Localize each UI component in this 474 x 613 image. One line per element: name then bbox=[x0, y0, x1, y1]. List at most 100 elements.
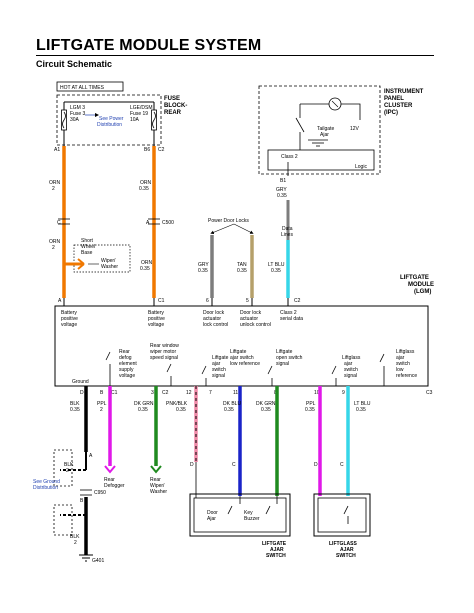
ipc-12v-label: 12V bbox=[350, 126, 360, 132]
bp-9: 9 bbox=[342, 390, 345, 396]
blk2-color: BLK bbox=[64, 462, 74, 468]
tan-gauge: 0.35 bbox=[237, 268, 247, 274]
bp-10: 10 bbox=[314, 390, 320, 396]
blk3-gauge: 2 bbox=[74, 540, 77, 546]
orn-right2-num: 0.35 bbox=[140, 266, 150, 272]
pin-c2: C2 bbox=[158, 147, 165, 153]
rear-wiper-2: Wiper/ bbox=[150, 483, 165, 489]
ipc-wire-color: GRY bbox=[276, 187, 287, 193]
ipc-module: INSTRUMENT PANEL CLUSTER (IPC) Tailgate … bbox=[258, 85, 424, 199]
module-pin-a: A bbox=[58, 298, 62, 304]
ipc-wire-gauge: 0.35 bbox=[277, 193, 287, 199]
orn-left-num: 2 bbox=[52, 186, 55, 192]
fuse-block-name-1: FUSE bbox=[164, 96, 180, 102]
see-ground-distribution-link-2[interactable]: Distribution bbox=[33, 485, 58, 491]
serial-2: serial data bbox=[280, 316, 303, 322]
bp-c1: C1 bbox=[111, 390, 118, 396]
lg-low-1: Liftgate bbox=[230, 349, 247, 355]
tailgate-ajar-label-1: Tailgate bbox=[317, 126, 334, 132]
defog-3: element bbox=[119, 361, 137, 367]
blk1-gauge: 0.35 bbox=[70, 407, 80, 413]
wiper-washer-label-1: Wiper/ bbox=[101, 258, 116, 264]
lw-pin-d2: D bbox=[314, 462, 318, 468]
bp-c2: C2 bbox=[162, 390, 169, 396]
batt1-2: positive bbox=[61, 316, 78, 322]
unlock-3: unlock control bbox=[240, 322, 271, 328]
pnkblk-gauge: 0.35 bbox=[176, 407, 186, 413]
wiper-sig-1: Rear window bbox=[150, 343, 179, 349]
ppl2-color: PPL bbox=[306, 401, 316, 407]
fuse-left-line2: Fuse 3 bbox=[70, 111, 86, 117]
lock-1: Door lock bbox=[203, 310, 225, 316]
ground-label: Ground bbox=[72, 379, 89, 385]
liftglass-ajar-switch: LIFTGLASS AJAR SWITCH bbox=[313, 493, 371, 559]
dkblu1-gauge: 0.35 bbox=[224, 407, 234, 413]
lg-low-3: low reference bbox=[230, 361, 260, 367]
see-power-distribution-link-1[interactable]: See Power bbox=[99, 116, 124, 122]
rear-defogger-1: Rear bbox=[104, 477, 115, 483]
liftglass-switch-icon bbox=[343, 505, 349, 515]
wiper-sig-3: speed signal bbox=[150, 355, 178, 361]
orn-right-num: 0.35 bbox=[139, 186, 149, 192]
ipc-name-4: (IPC) bbox=[384, 110, 398, 116]
bp-12: 12 bbox=[186, 390, 192, 396]
lock-3: lock control bbox=[203, 322, 228, 328]
lw-pin-b: B bbox=[80, 498, 84, 504]
page-title: LIFTGATE MODULE SYSTEM bbox=[36, 37, 262, 54]
ltblu-gauge: 0.35 bbox=[271, 268, 281, 274]
bp-3: 3 bbox=[151, 390, 154, 396]
ltblu-color: LT BLU bbox=[268, 262, 285, 268]
lg-low-2: ajar switch bbox=[230, 355, 254, 361]
liftglass-switch-name-1: LIFTGLASS bbox=[329, 541, 357, 547]
defog-1: Rear bbox=[119, 349, 130, 355]
key-buzzer-1: Key bbox=[244, 510, 253, 516]
glass-ajar-4: signal bbox=[344, 373, 357, 379]
blk3-color: BLK bbox=[70, 534, 80, 540]
fuse-right-line3: 10A bbox=[130, 117, 140, 123]
wiper-washer-label-2: Washer bbox=[101, 264, 118, 270]
key-buzzer-2: Buzzer bbox=[244, 516, 260, 522]
see-ground-distribution-link-1[interactable]: See Ground bbox=[33, 479, 60, 485]
data-lines-label-2: Lines bbox=[281, 232, 293, 238]
module-pin-5: 5 bbox=[246, 298, 249, 304]
batt1-3: voltage bbox=[61, 322, 77, 328]
fuse-block-name-2: BLOCK- bbox=[164, 103, 187, 109]
power-door-locks-label: Power Door Locks bbox=[208, 218, 249, 224]
pnkblk-color: PNK/BLK bbox=[166, 401, 188, 407]
module-pin-c2: C2 bbox=[294, 298, 301, 304]
fuse-block-name-3: REAR bbox=[164, 110, 182, 116]
unlock-1: Door lock bbox=[240, 310, 262, 316]
lg-ajar-2: ajar bbox=[212, 361, 221, 367]
batt2-2: positive bbox=[148, 316, 165, 322]
data-lines-label-1: Data bbox=[282, 226, 293, 232]
bp-7: 7 bbox=[209, 390, 212, 396]
defogger-arrow-icon bbox=[104, 465, 116, 474]
bp-b: B bbox=[100, 390, 104, 396]
rear-wiper-1: Rear bbox=[150, 477, 161, 483]
module-name-1: LIFTGATE bbox=[400, 275, 429, 281]
fuse-left-line1: LGM 3 bbox=[70, 105, 85, 111]
lg-ajar-1: Liftgate bbox=[212, 355, 229, 361]
short-base-3: Base bbox=[81, 250, 93, 256]
see-power-distribution-link-2[interactable]: Distribution bbox=[97, 122, 122, 128]
batt1-1: Battery bbox=[61, 310, 77, 316]
module-name-2: MODULE bbox=[408, 282, 434, 288]
short-base-1: Short bbox=[81, 238, 94, 244]
tan-color: TAN bbox=[237, 262, 247, 268]
ipc-class2-label: Class 2 bbox=[281, 154, 298, 160]
bp-11: 11 bbox=[233, 390, 238, 396]
fuse-block: HOT AT ALL TIMES FUSE BLOCK- REAR LGM 3 … bbox=[54, 81, 187, 153]
ipc-name-1: INSTRUMENT bbox=[384, 89, 424, 95]
ipc-name-2: PANEL bbox=[384, 96, 404, 102]
batt2-3: voltage bbox=[148, 322, 164, 328]
lw-pin-d1: D bbox=[190, 462, 194, 468]
ipc-pin-b1: B1 bbox=[280, 178, 286, 184]
module-pin-c1: C1 bbox=[158, 298, 165, 304]
dkgrn1-gauge: 0.35 bbox=[138, 407, 148, 413]
dkgrn1-color: DK GRN bbox=[134, 401, 154, 407]
ground-g401: G401 bbox=[92, 558, 104, 564]
rear-wiper-3: Washer bbox=[150, 489, 167, 495]
lg-open-2: open switch bbox=[276, 355, 303, 361]
blk1-color: BLK bbox=[70, 401, 80, 407]
